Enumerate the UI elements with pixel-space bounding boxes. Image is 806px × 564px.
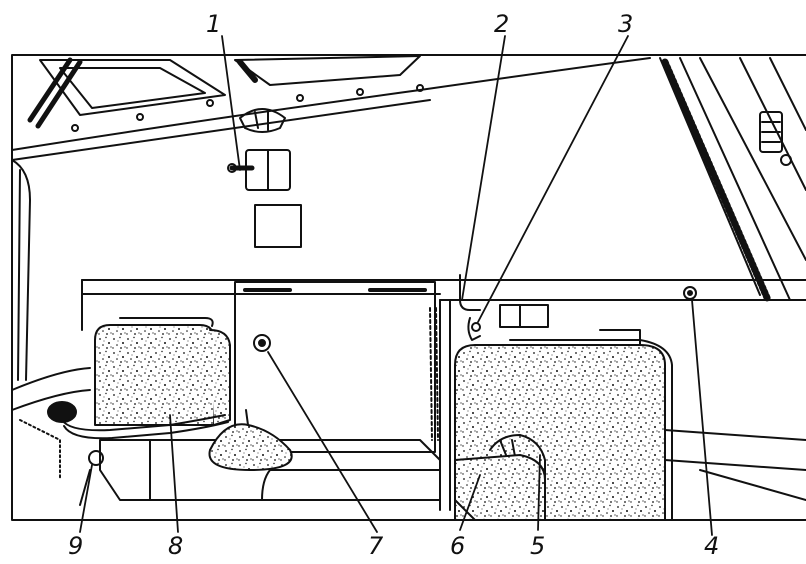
callout-7: 7 [368,532,384,560]
grab-rail [459,274,481,341]
left-window-sill [11,367,91,411]
leader-lines [79,35,713,536]
callout-6: 6 [450,532,466,560]
right-console [664,429,806,501]
windshield-pillar [659,57,806,304]
callout-9: 9 [68,532,84,560]
dome-light [227,108,302,248]
callout-5: 5 [530,532,546,560]
ceiling [11,55,651,161]
seat-bracket [454,454,546,521]
left-pillar [11,159,31,381]
callout-8: 8 [168,532,184,560]
callout-3: 3 [618,10,634,38]
callout-2: 2 [494,10,510,38]
callout-1: 1 [206,10,222,38]
callout-4: 4 [704,532,720,560]
control-knob [253,334,271,352]
left-seat [47,317,441,506]
rear-bulkhead [81,279,806,511]
